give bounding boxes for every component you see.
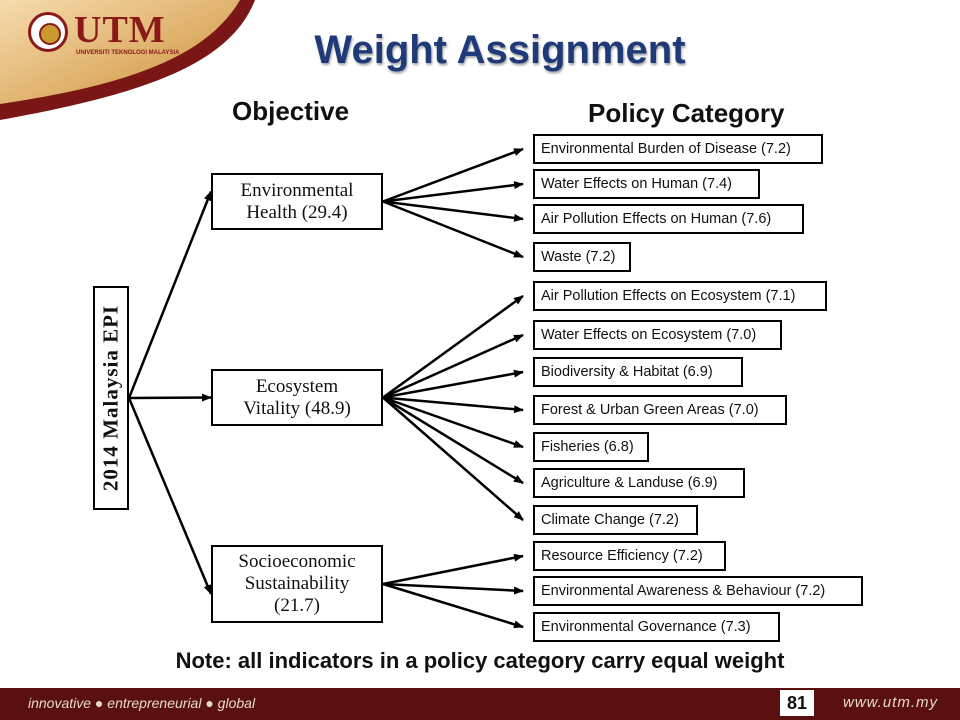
utm-emblem-icon — [28, 12, 68, 52]
policy-category-node: Biodiversity & Habitat (6.9) — [533, 357, 743, 387]
footnote: Note: all indicators in a policy categor… — [175, 648, 785, 673]
objective-to-policy-arrow — [382, 181, 524, 203]
objective-to-policy-arrow — [382, 582, 524, 629]
slide-title: Weight Assignment — [314, 28, 686, 72]
policy-category-label: Air Pollution Effects on Human (7.6) — [541, 211, 772, 227]
policy-category-label: Air Pollution Effects on Ecosystem (7.1) — [541, 288, 796, 304]
policy-category-label: Water Effects on Human (7.4) — [541, 176, 732, 192]
objective-node: Ecosystem Vitality (48.9) — [211, 369, 383, 426]
objective-to-policy-arrow — [382, 369, 524, 399]
objective-to-policy-arrow — [382, 396, 524, 449]
objective-to-policy-arrow — [382, 553, 524, 586]
policy-category-node: Climate Change (7.2) — [533, 505, 698, 535]
footer-tagline: innovative ● entrepreneurial ● global — [28, 695, 256, 711]
policy-category-heading: Policy Category — [588, 98, 785, 128]
root-label: 2014 Malaysia EPI — [98, 304, 123, 492]
policy-category-label: Biodiversity & Habitat (6.9) — [541, 364, 713, 380]
policy-category-label: Forest & Urban Green Areas (7.0) — [541, 402, 759, 418]
policy-category-node: Water Effects on Ecosystem (7.0) — [533, 320, 782, 350]
policy-category-node: Forest & Urban Green Areas (7.0) — [533, 395, 787, 425]
objective-to-policy-arrow — [382, 396, 524, 414]
policy-category-node: Environmental Governance (7.3) — [533, 612, 780, 642]
policy-category-label: Fisheries (6.8) — [541, 439, 634, 455]
logo-subtitle: UNIVERSITI TEKNOLOGI MALAYSIA — [76, 50, 180, 56]
utm-logo: UTM UNIVERSITI TEKNOLOGI MALAYSIA — [28, 9, 180, 58]
policy-category-label: Environmental Awareness & Behaviour (7.2… — [541, 583, 826, 599]
policy-category-node: Resource Efficiency (7.2) — [533, 541, 726, 571]
policy-category-node: Waste (7.2) — [533, 242, 631, 272]
policy-category-label: Resource Efficiency (7.2) — [541, 548, 703, 564]
objective-to-policy-arrow — [382, 333, 524, 399]
footer-url[interactable]: www.utm.my — [842, 694, 938, 711]
root-to-objective-arrow — [127, 397, 213, 595]
objective-to-policy-arrow — [382, 200, 524, 222]
policy-category-node: Environmental Burden of Disease (7.2) — [533, 134, 823, 164]
policy-category-label: Climate Change (7.2) — [541, 512, 679, 528]
root-to-objective-arrow — [128, 393, 212, 402]
objective-label: Ecosystem Vitality (48.9) — [243, 375, 351, 419]
root-to-objective-arrow — [127, 190, 213, 399]
objective-node: Environmental Health (29.4) — [211, 173, 383, 230]
policy-category-label: Water Effects on Ecosystem (7.0) — [541, 327, 757, 343]
policy-category-label: Environmental Burden of Disease (7.2) — [541, 141, 791, 157]
objective-node: Socioeconomic Sustainability (21.7) — [211, 545, 383, 623]
policy-category-node: Water Effects on Human (7.4) — [533, 169, 760, 199]
objective-to-policy-arrow — [382, 582, 524, 595]
policy-category-label: Environmental Governance (7.3) — [541, 619, 751, 635]
policy-category-node: Air Pollution Effects on Ecosystem (7.1) — [533, 281, 827, 311]
policy-category-label: Waste (7.2) — [541, 249, 616, 265]
objective-to-policy-arrow — [382, 396, 524, 521]
page-number: 81 — [780, 690, 814, 716]
footer-bar: innovative ● entrepreneurial ● global ww… — [0, 688, 960, 720]
objective-to-policy-arrow — [382, 200, 524, 259]
policy-category-node: Environmental Awareness & Behaviour (7.2… — [533, 576, 863, 606]
logo-text: UTM — [74, 9, 166, 51]
policy-category-label: Agriculture & Landuse (6.9) — [541, 475, 718, 491]
objective-to-policy-arrow — [382, 294, 524, 399]
objective-label: Environmental Health (29.4) — [240, 179, 354, 223]
objective-heading: Objective — [232, 96, 350, 126]
policy-category-node: Air Pollution Effects on Human (7.6) — [533, 204, 804, 234]
root-node: 2014 Malaysia EPI — [93, 286, 129, 510]
policy-category-node: Agriculture & Landuse (6.9) — [533, 468, 745, 498]
objective-label: Socioeconomic Sustainability (21.7) — [238, 551, 356, 616]
policy-category-node: Fisheries (6.8) — [533, 432, 649, 462]
objective-to-policy-arrow — [382, 147, 524, 203]
objective-to-policy-arrow — [382, 396, 524, 485]
